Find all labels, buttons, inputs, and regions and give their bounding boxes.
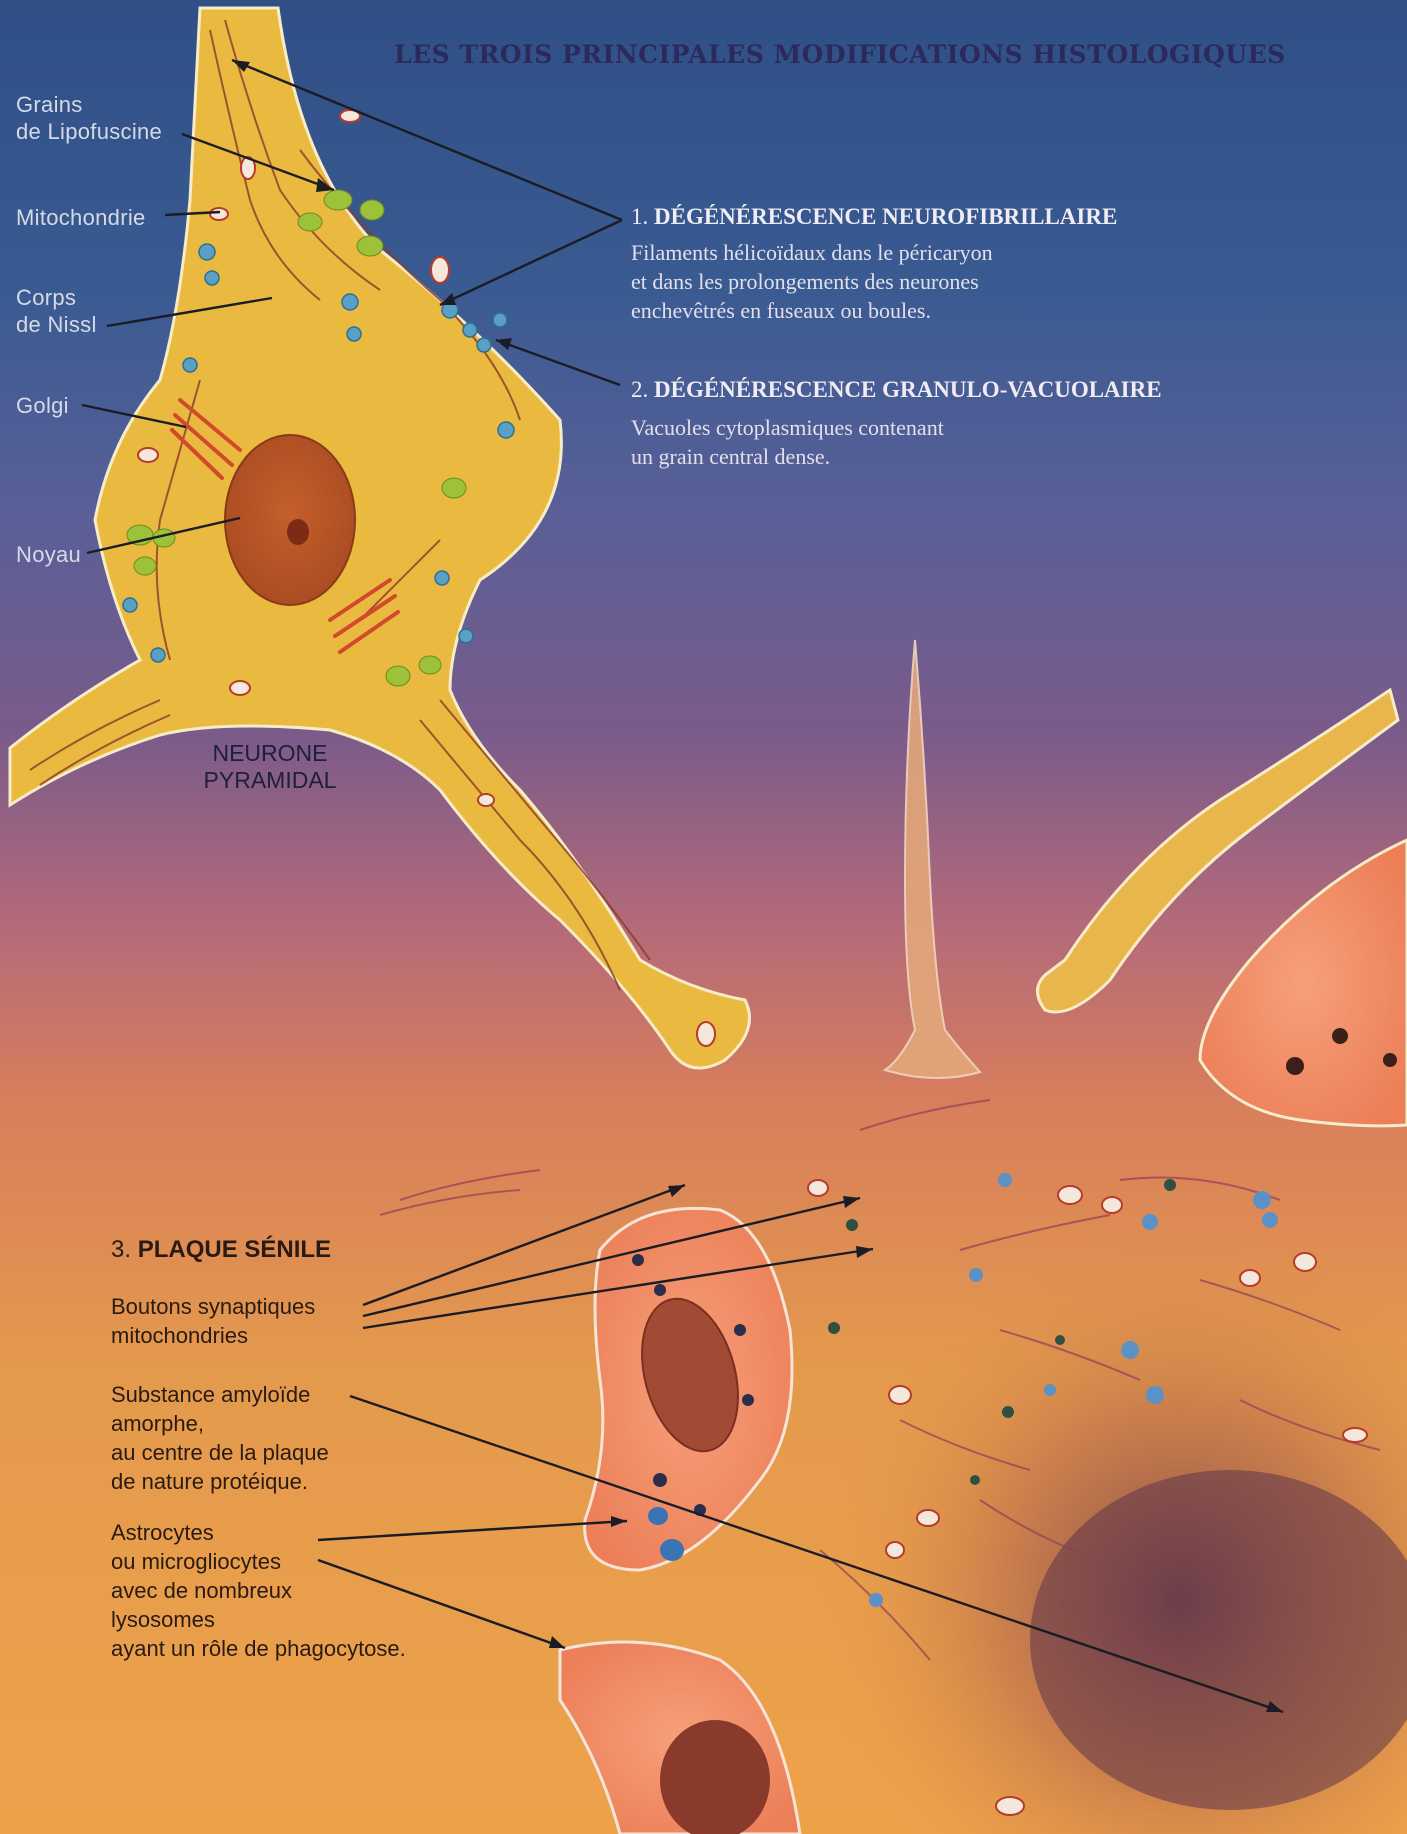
nucleolus [287,519,309,545]
neuron-caption: NEURONE PYRAMIDAL [180,740,360,794]
section2-heading: 2. DÉGÉNÉRESCENCE GRANULO-VACUOLAIRE [631,377,1162,403]
label-astrocytes-line: Astrocytes [111,1518,406,1547]
label-lipofuscin: Grains de Lipofuscine [16,91,162,145]
label-golgi: Golgi [16,392,69,419]
label-astrocytes: Astrocytes ou microgliocytes avec de nom… [111,1518,406,1663]
section2-line: Vacuoles cytoplasmiques contenant [631,413,944,442]
label-astrocytes-line: lysosomes [111,1605,406,1634]
label-amyloid: Substance amyloïde amorphe, au centre de… [111,1380,329,1496]
label-synaptic-boutons-line: mitochondries [111,1321,315,1350]
label-nissl: Corps de Nissl [16,284,97,338]
label-astrocytes-line: avec de nombreux [111,1576,406,1605]
neuron-nucleus [225,435,355,605]
label-synaptic-boutons-line: Boutons synaptiques [111,1292,315,1321]
neuron-caption-line: NEURONE [180,740,360,767]
label-amyloid-line: au centre de la plaque [111,1438,329,1467]
page-title: LES TROIS PRINCIPALES MODIFICATIONS HIST… [394,40,1286,69]
label-nissl-line: Corps [16,284,97,311]
label-amyloid-line: Substance amyloïde [111,1380,329,1409]
section2-number: 2. [631,377,648,402]
section1-number: 1. [631,204,648,229]
label-astrocytes-line: ou microgliocytes [111,1547,406,1576]
label-astrocytes-line: ayant un rôle de phagocytose. [111,1634,406,1663]
label-nucleus: Noyau [16,541,81,568]
label-lipofuscin-line: de Lipofuscine [16,118,162,145]
label-mitochondria: Mitochondrie [16,204,146,231]
section2-description: Vacuoles cytoplasmiques contenant un gra… [631,413,944,471]
label-amyloid-line: amorphe, [111,1409,329,1438]
section3-title: PLAQUE SÉNILE [138,1236,331,1263]
section1-line: enchevêtrés en fuseaux ou boules. [631,296,993,325]
label-synaptic-boutons: Boutons synaptiques mitochondries [111,1292,315,1350]
label-nissl-line: de Nissl [16,311,97,338]
section2-title: DÉGÉNÉRESCENCE GRANULO-VACUOLAIRE [654,377,1162,402]
section1-line: et dans les prolongements des neurones [631,267,993,296]
section1-line: Filaments hélicoïdaux dans le péricaryon [631,238,993,267]
section2-line: un grain central dense. [631,442,944,471]
section1-heading: 1. DÉGÉNÉRESCENCE NEUROFIBRILLAIRE [631,204,1117,230]
section3-number: 3. [111,1236,131,1263]
label-amyloid-line: de nature protéique. [111,1467,329,1496]
neuron-caption-line: PYRAMIDAL [180,767,360,794]
section1-description: Filaments hélicoïdaux dans le péricaryon… [631,238,993,325]
label-lipofuscin-line: Grains [16,91,162,118]
section3-heading: 3. PLAQUE SÉNILE [111,1235,331,1264]
section1-title: DÉGÉNÉRESCENCE NEUROFIBRILLAIRE [654,204,1117,229]
